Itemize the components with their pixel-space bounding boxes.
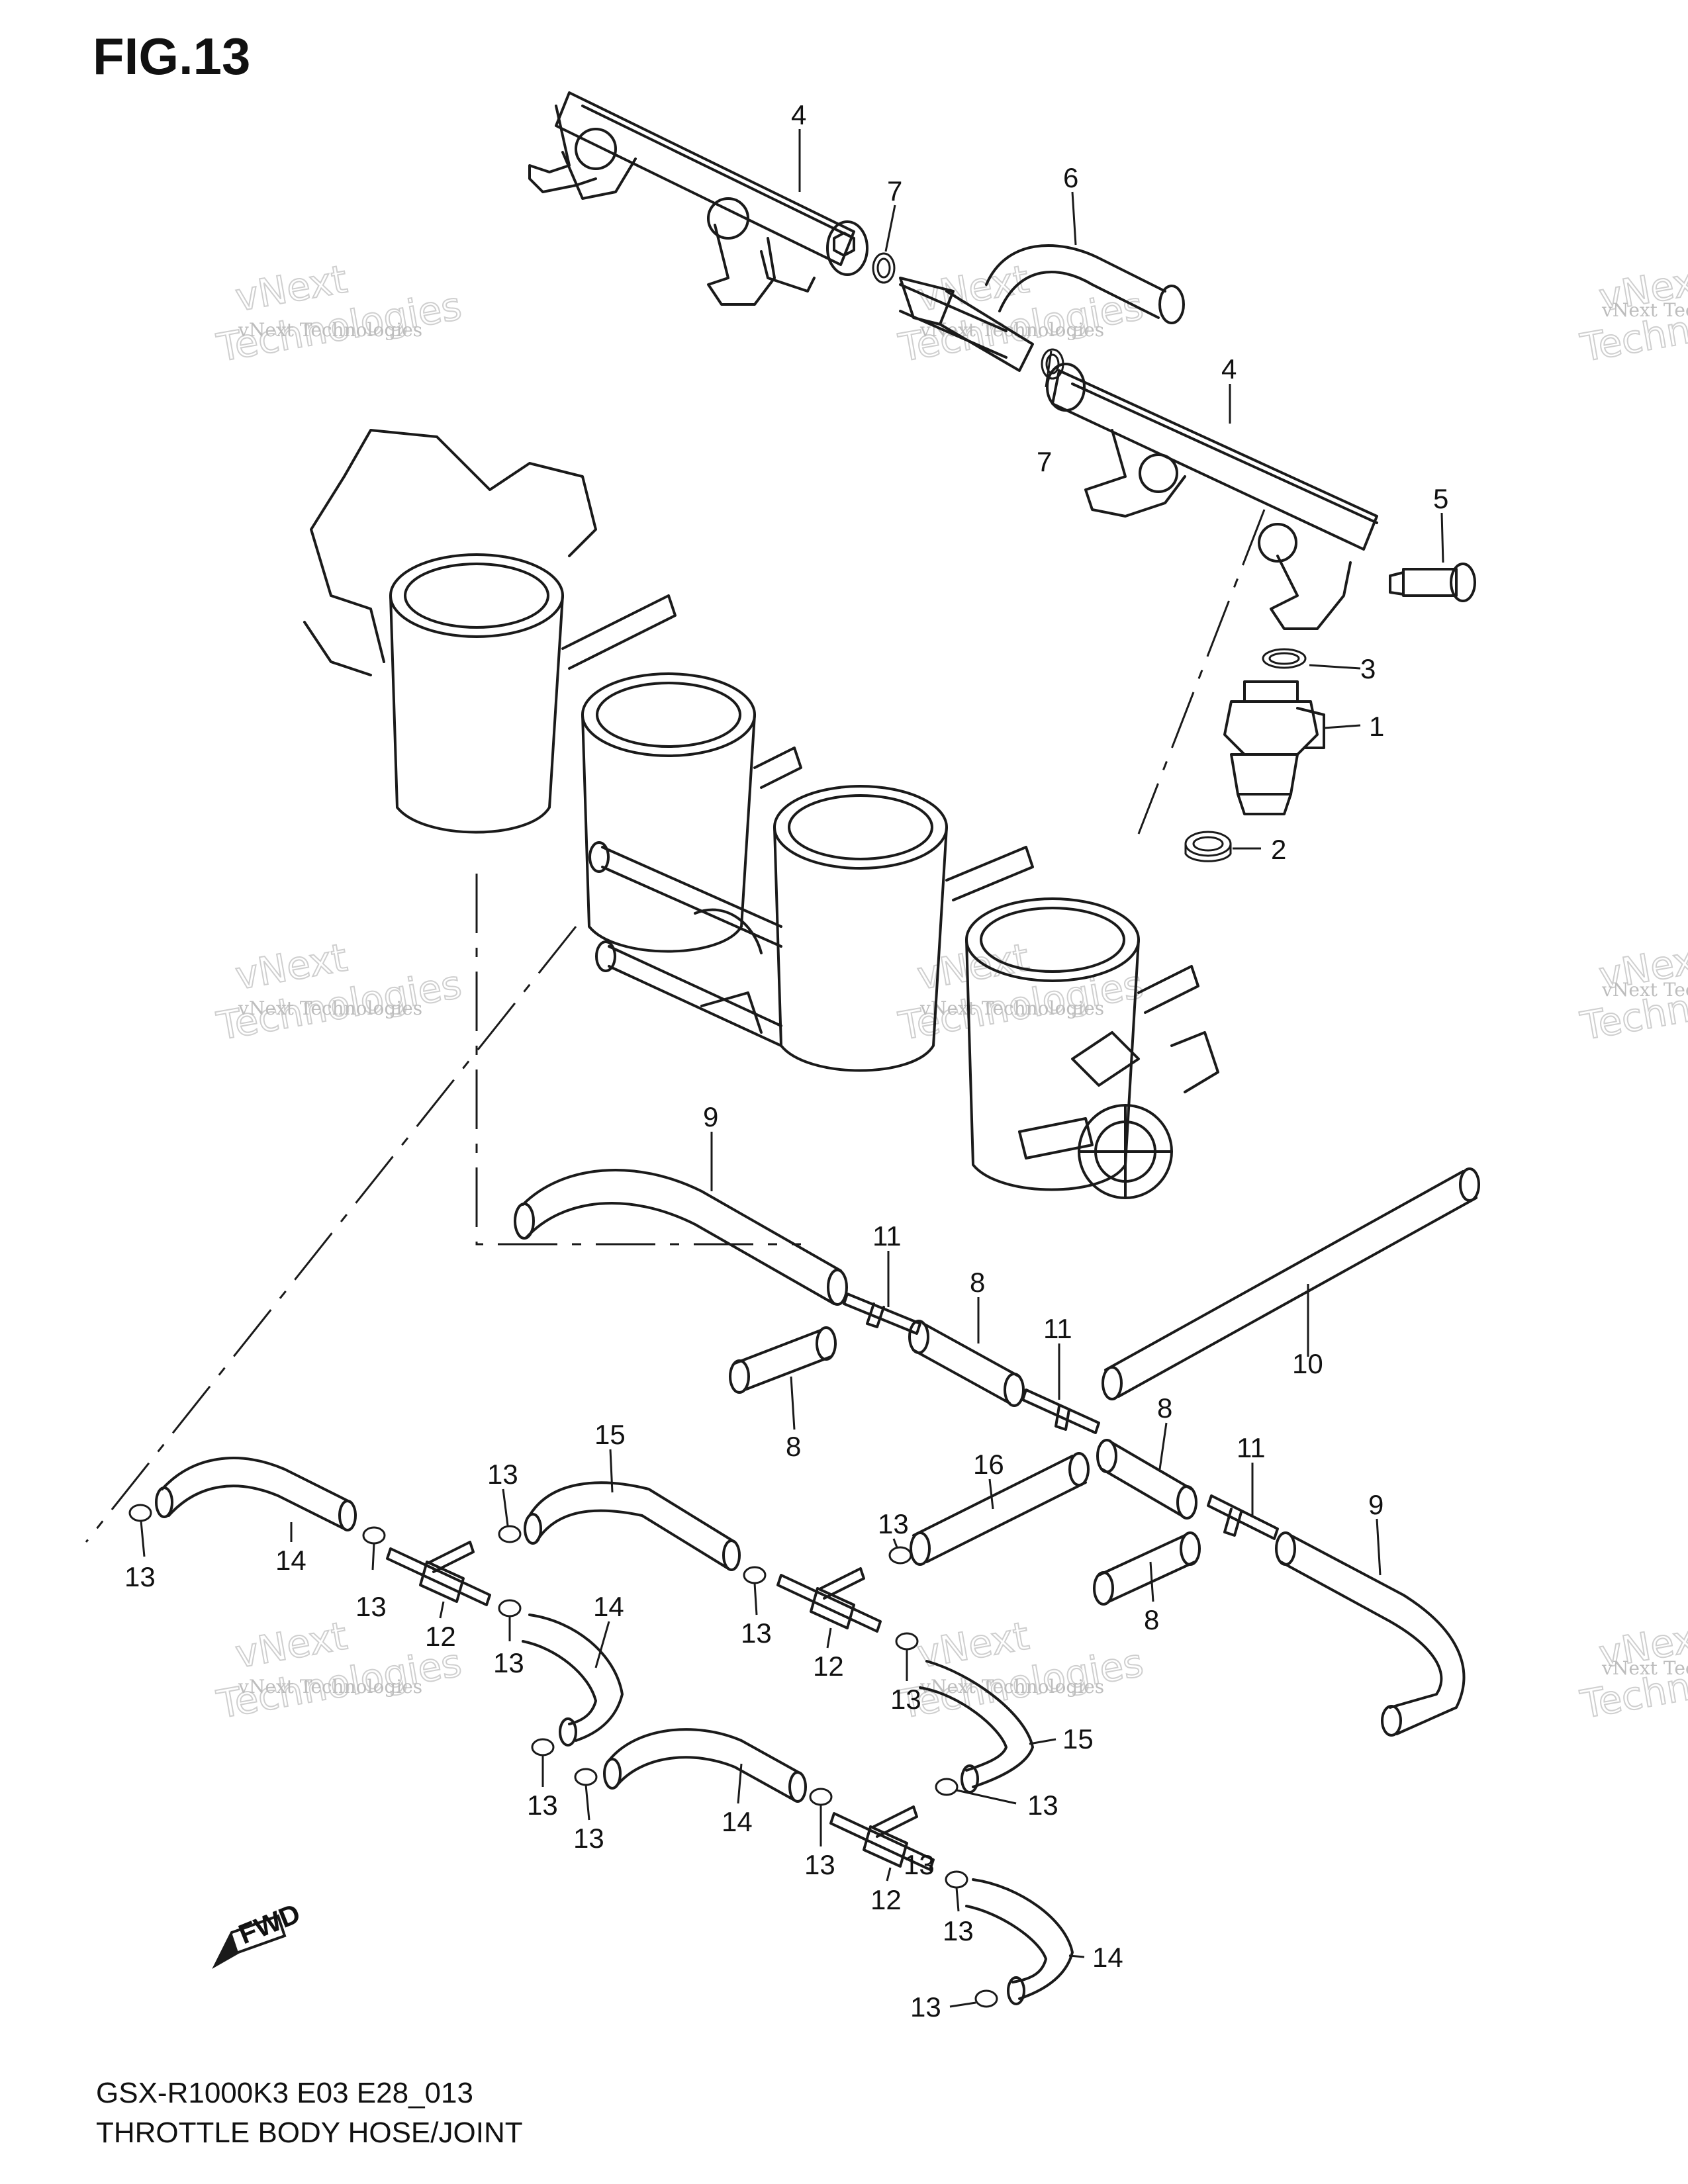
seal-ring [1262,648,1307,669]
callout-9: 9 [703,1101,718,1132]
watermark-small: vNext Technologies [1601,979,1688,1001]
assembly-line-injector [85,509,1266,1543]
callout-10: 10 [1292,1348,1323,1379]
fuel-feed-hose [899,244,1185,372]
watermark-small: vNext Technologies [1601,299,1688,321]
callouts: 4 7 6 4 7 5 3 1 2 9 11 8 11 10 8 8 11 9 … [124,99,1448,2023]
leader-lines [140,129,1444,2008]
forward-arrow-icon: FWD [212,1897,305,1970]
callout-1: 1 [1369,711,1384,742]
fuel-delivery-pipe-upper [528,91,868,306]
o-ring-upper [872,252,896,284]
callout-16: 16 [973,1449,1004,1480]
bolt [1389,563,1476,602]
callout-4: 4 [1221,353,1237,385]
hose-14-middle-left [522,1614,624,1747]
callout-14: 14 [593,1591,624,1622]
hose-14-lower-middle [603,1728,807,1803]
caption-model-code: GSX-R1000K3 E03 E28_013 [96,2077,473,2109]
callout-13: 13 [804,1849,835,1880]
callout-3: 3 [1360,653,1376,684]
watermark-small: vNext Technologies [919,997,1104,1019]
hose-14-upper-left [155,1457,357,1531]
callout-11: 11 [872,1220,902,1251]
callout-13: 13 [487,1459,518,1490]
callout-13: 13 [527,1790,558,1821]
figure-title: FIG.13 [93,27,251,85]
joint-12-left [386,1541,491,1606]
callout-2: 2 [1271,834,1286,865]
callout-15: 15 [1062,1723,1094,1754]
joint-12-middle [776,1567,882,1633]
callout-14: 14 [722,1806,753,1837]
hose-15-upper [524,1481,741,1571]
watermark-small: vNext Technologies [238,319,422,341]
caption-title: THROTTLE BODY HOSE/JOINT [96,2116,523,2149]
hose-8-upper [908,1320,1025,1407]
hose-9-left [514,1169,848,1306]
hose-8-right [1096,1439,1197,1520]
hose-14-bottom-right [965,1878,1074,2005]
callout-12: 12 [813,1651,844,1682]
callout-13: 13 [493,1647,524,1678]
callout-13: 13 [890,1684,921,1715]
callout-13: 13 [878,1508,909,1539]
callout-7: 7 [887,175,902,206]
watermark-small: vNext Technologies [238,997,422,1019]
o-ring-lower [1041,348,1064,380]
callout-6: 6 [1063,162,1078,193]
callout-15: 15 [594,1419,626,1450]
callout-8: 8 [786,1431,801,1462]
hose-8-lower-right [1093,1531,1201,1606]
callout-14: 14 [275,1545,306,1576]
callout-5: 5 [1433,483,1448,514]
callout-8: 8 [1157,1392,1172,1424]
callout-12: 12 [425,1621,456,1652]
callout-12: 12 [870,1884,902,1915]
cushion-seal [1184,831,1232,862]
callout-11: 11 [1237,1432,1266,1463]
watermark-small: vNext Technologies [238,1676,422,1698]
fuel-delivery-pipe-lower [1046,363,1378,630]
watermark-small: vNext Technologies [919,1676,1104,1698]
hose-10-long [1102,1167,1480,1400]
t-joint-11-middle [1021,1388,1100,1434]
t-joint-11-lower [1207,1494,1279,1540]
callout-8: 8 [970,1267,985,1298]
callout-11: 11 [1043,1313,1072,1344]
t-joint-11-upper [843,1293,921,1335]
watermarks: vNext Technologies vNext Technologies vN… [212,255,1688,1727]
callout-13: 13 [124,1561,156,1592]
callout-13: 13 [355,1591,387,1622]
throttle-body-assembly [303,429,1219,1199]
callout-13: 13 [904,1849,935,1880]
callout-9: 9 [1368,1489,1383,1520]
callout-14: 14 [1092,1942,1123,1973]
callout-13: 13 [910,1991,941,2023]
callout-4: 4 [791,99,806,130]
fuel-injector [1223,680,1325,815]
callout-13: 13 [741,1617,772,1649]
hose-16 [910,1452,1090,1566]
callout-13: 13 [943,1915,974,1946]
callout-13: 13 [1027,1790,1058,1821]
watermark-small: vNext Technologies [1601,1657,1688,1679]
joint-12-bottom [829,1805,935,1871]
hose-9-right [1275,1531,1466,1737]
hose-8-short-left [729,1326,837,1394]
callout-13: 13 [573,1823,604,1854]
callout-8: 8 [1144,1604,1159,1635]
callout-7: 7 [1037,446,1052,477]
